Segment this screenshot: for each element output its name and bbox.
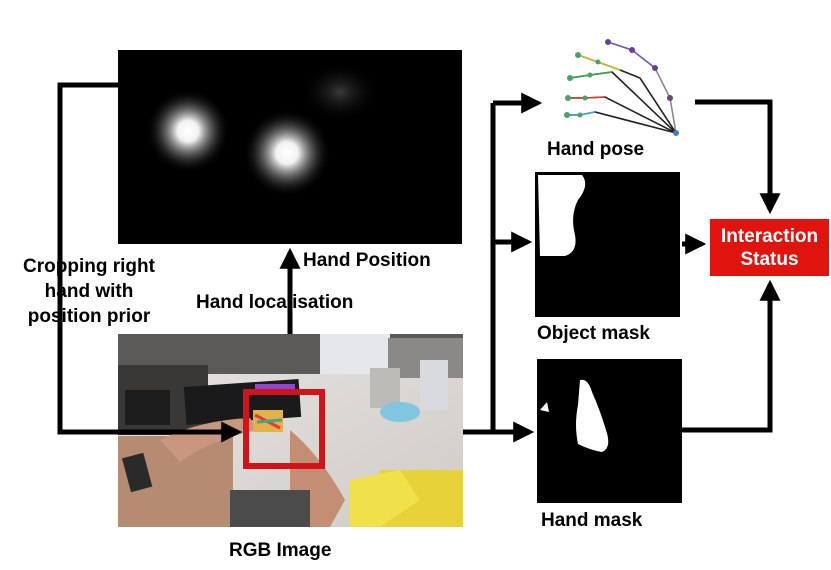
- hand-pose-skeleton: [564, 39, 679, 136]
- hand-mask-image: [537, 359, 682, 503]
- status-label-line2: Status: [740, 248, 799, 270]
- arrow-pose-to-status: [695, 99, 781, 215]
- cropping-label: Cropping right hand with position prior: [8, 254, 170, 329]
- object-mask-image: [535, 172, 680, 317]
- hand-pose-label: Hand pose: [547, 139, 645, 160]
- object-mask-label: Object mask: [537, 323, 650, 344]
- cropping-label-line3: position prior: [27, 306, 151, 327]
- arrow-crop-path: [57, 82, 243, 443]
- hand-localisation-label: Hand localisation: [196, 292, 354, 313]
- hand-position-label: Hand Position: [303, 250, 431, 271]
- arrow-handmask-to-status: [682, 279, 781, 433]
- cropping-label-line1: Cropping right: [23, 256, 155, 277]
- cropping-label-line2: hand with: [44, 281, 134, 302]
- rgb-image-label: RGB Image: [229, 540, 332, 561]
- hand-mask-label: Hand mask: [541, 510, 643, 531]
- hand-position-heatmap: [118, 50, 462, 244]
- arrow-branch-trunk: [463, 103, 496, 435]
- interaction-status-box: Interaction Status: [710, 219, 829, 276]
- crop-box: [243, 389, 325, 469]
- status-label-line1: Interaction: [720, 225, 819, 247]
